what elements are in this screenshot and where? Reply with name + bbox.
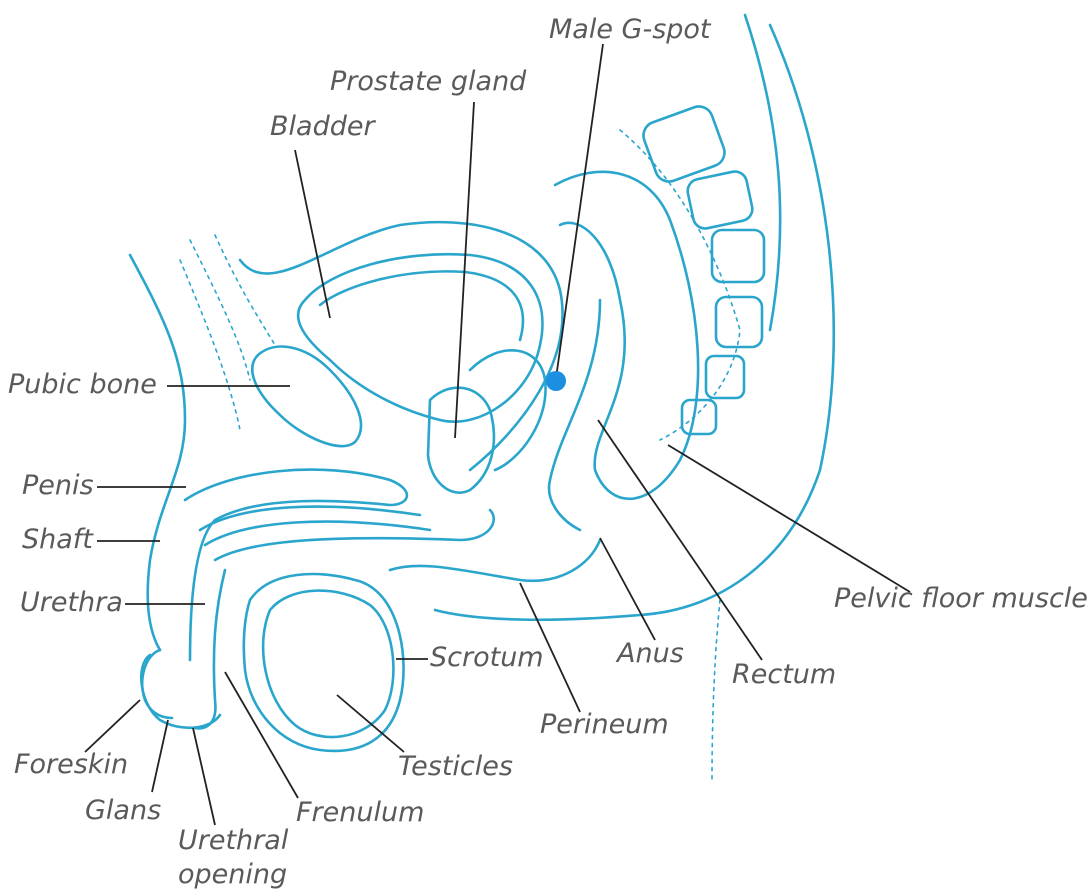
vertebrae [640,103,764,434]
vertebra [706,356,744,398]
pubic-bone-outline [252,347,361,447]
label-urethral-opening-line1: Urethral [178,826,288,856]
label-anus: Anus [617,639,684,669]
abdomen-outline [130,255,185,650]
leader-rectum [598,420,762,660]
leader-pelvic-floor-muscle [668,445,910,592]
leader-anus [600,538,655,640]
vertebra [685,169,754,230]
leg-outline [712,600,720,780]
label-rectum: Rectum [732,660,836,690]
vertebra [716,297,762,347]
label-male-g-spot: Male G-spot [549,15,711,45]
prostate-right [470,350,546,470]
spine-line [620,130,740,440]
leader-foreskin [85,700,140,752]
scrotum-outline [244,574,404,751]
label-foreskin: Foreskin [14,750,128,780]
bladder-wall [298,254,542,421]
label-urethra: Urethra [20,588,123,618]
label-scrotum: Scrotum [430,643,544,673]
bladder-inner [320,271,523,340]
label-penis: Penis [22,471,94,501]
g-spot-marker [546,371,566,391]
foreskin-outline [142,650,172,718]
penis-top [185,470,407,660]
leader-lines [85,44,910,825]
glans-outline [141,655,220,728]
vertebra [682,400,716,434]
label-testicles: Testicles [398,752,513,782]
leader-urethral-opening [193,728,215,825]
back-outline [435,25,834,620]
label-prostate-gland: Prostate gland [330,67,526,97]
label-glans: Glans [85,796,161,826]
testicle-outline [263,591,393,737]
vertebra [640,103,729,186]
label-bladder: Bladder [270,112,375,142]
prostate-outline [428,388,494,493]
label-shaft: Shaft [22,525,93,555]
rectum-inner [549,300,600,530]
penis-underside [195,570,225,728]
leader-frenulum [225,672,298,798]
perineum-outline [390,540,600,581]
label-pelvic-floor-muscle: Pelvic floor muscle [834,584,1088,614]
pubic-area-lines [180,235,275,430]
leader-glans [152,720,168,792]
label-pubic-bone: Pubic bone [8,370,157,400]
urethra-line [215,510,494,560]
leader-male-g-spot [556,44,603,378]
label-frenulum: Frenulum [296,798,424,828]
label-urethral-opening-line2: opening [178,860,287,890]
label-perineum: Perineum [540,710,669,740]
